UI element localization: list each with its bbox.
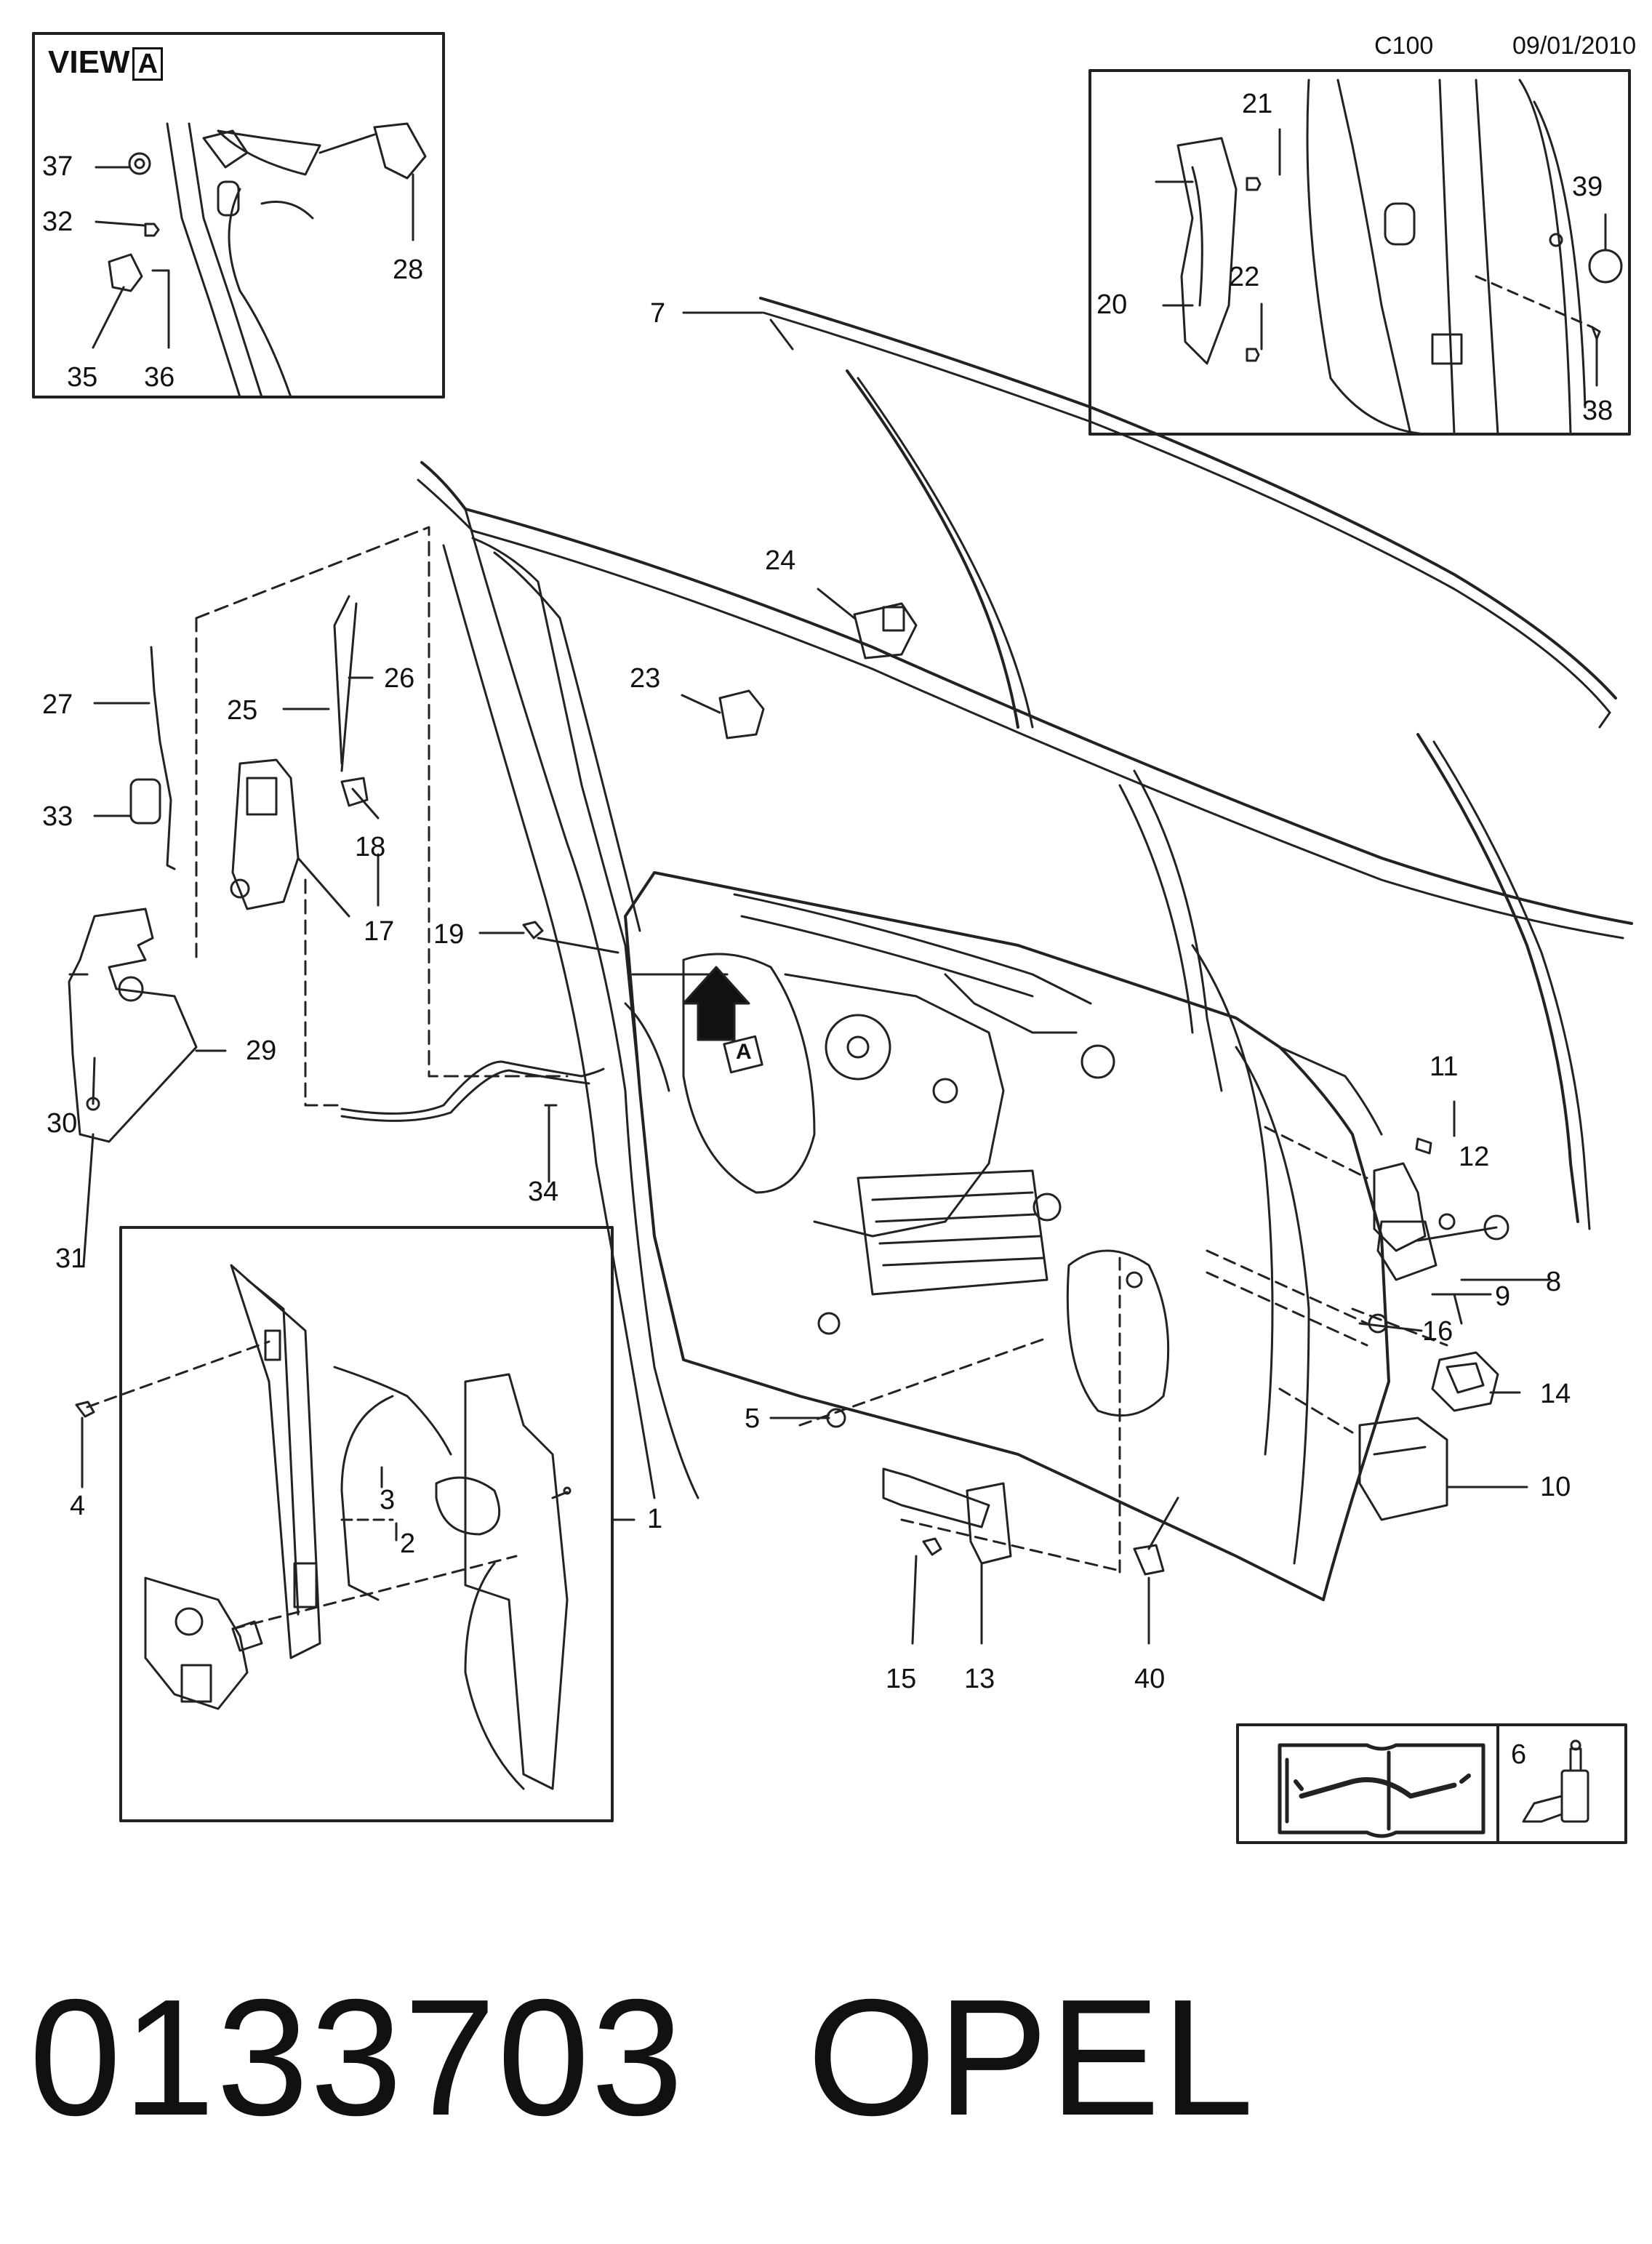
callout-20: 20 — [1096, 289, 1128, 320]
revision-date: 09/01/2010 — [1512, 32, 1637, 60]
callout-36: 36 — [144, 362, 175, 393]
callout-34: 34 — [528, 1177, 559, 1207]
sealant-bottle-icon — [1522, 1739, 1589, 1823]
view-a-arrow-icon — [682, 966, 750, 1041]
legend-item-number: 6 — [1511, 1739, 1527, 1770]
callout-9: 9 — [1495, 1281, 1511, 1312]
upper-right-inset — [1088, 69, 1631, 436]
callout-14: 14 — [1540, 1379, 1571, 1409]
brand-name: OPEL — [807, 1965, 1256, 2150]
callout-40: 40 — [1134, 1664, 1166, 1694]
callout-5: 5 — [745, 1403, 761, 1434]
callout-12: 12 — [1459, 1142, 1490, 1172]
callout-28: 28 — [393, 255, 424, 285]
callout-29: 29 — [246, 1035, 277, 1066]
callout-18: 18 — [355, 832, 386, 862]
callout-31: 31 — [55, 1243, 87, 1274]
callout-22: 22 — [1229, 262, 1260, 292]
view-a-letter: A — [132, 47, 163, 81]
callout-33: 33 — [42, 801, 73, 832]
callout-26: 26 — [384, 663, 415, 694]
manual-wrench-icon — [1278, 1743, 1485, 1838]
callout-37: 37 — [42, 151, 73, 182]
callout-11: 11 — [1430, 1051, 1459, 1082]
view-a-inset — [32, 32, 445, 398]
window-regulator-inset — [119, 1226, 614, 1822]
callout-10: 10 — [1540, 1472, 1571, 1502]
callout-3: 3 — [380, 1485, 396, 1515]
callout-7: 7 — [650, 298, 666, 329]
callout-21: 21 — [1242, 89, 1273, 119]
callout-23: 23 — [630, 663, 661, 694]
callout-38: 38 — [1582, 396, 1613, 426]
callout-32: 32 — [42, 207, 73, 237]
callout-2: 2 — [400, 1528, 416, 1559]
callout-15: 15 — [886, 1664, 917, 1694]
callout-25: 25 — [227, 695, 258, 726]
callout-24: 24 — [765, 545, 796, 576]
callout-19: 19 — [433, 919, 465, 950]
callout-4: 4 — [70, 1491, 86, 1521]
callout-17: 17 — [364, 916, 395, 947]
callout-35: 35 — [67, 362, 98, 393]
callout-27: 27 — [42, 689, 73, 720]
model-code: C100 — [1374, 32, 1434, 60]
callout-30: 30 — [47, 1108, 78, 1139]
callout-39: 39 — [1572, 172, 1603, 202]
legend-box — [1236, 1723, 1627, 1844]
callout-13: 13 — [964, 1664, 995, 1694]
view-a-title-text: VIEW — [48, 44, 130, 80]
callout-8: 8 — [1546, 1267, 1562, 1297]
part-number: 0133703 — [29, 1965, 685, 2150]
callout-1: 1 — [647, 1504, 663, 1534]
callout-16: 16 — [1422, 1316, 1453, 1347]
arrow-a-letter: A — [736, 1040, 752, 1064]
